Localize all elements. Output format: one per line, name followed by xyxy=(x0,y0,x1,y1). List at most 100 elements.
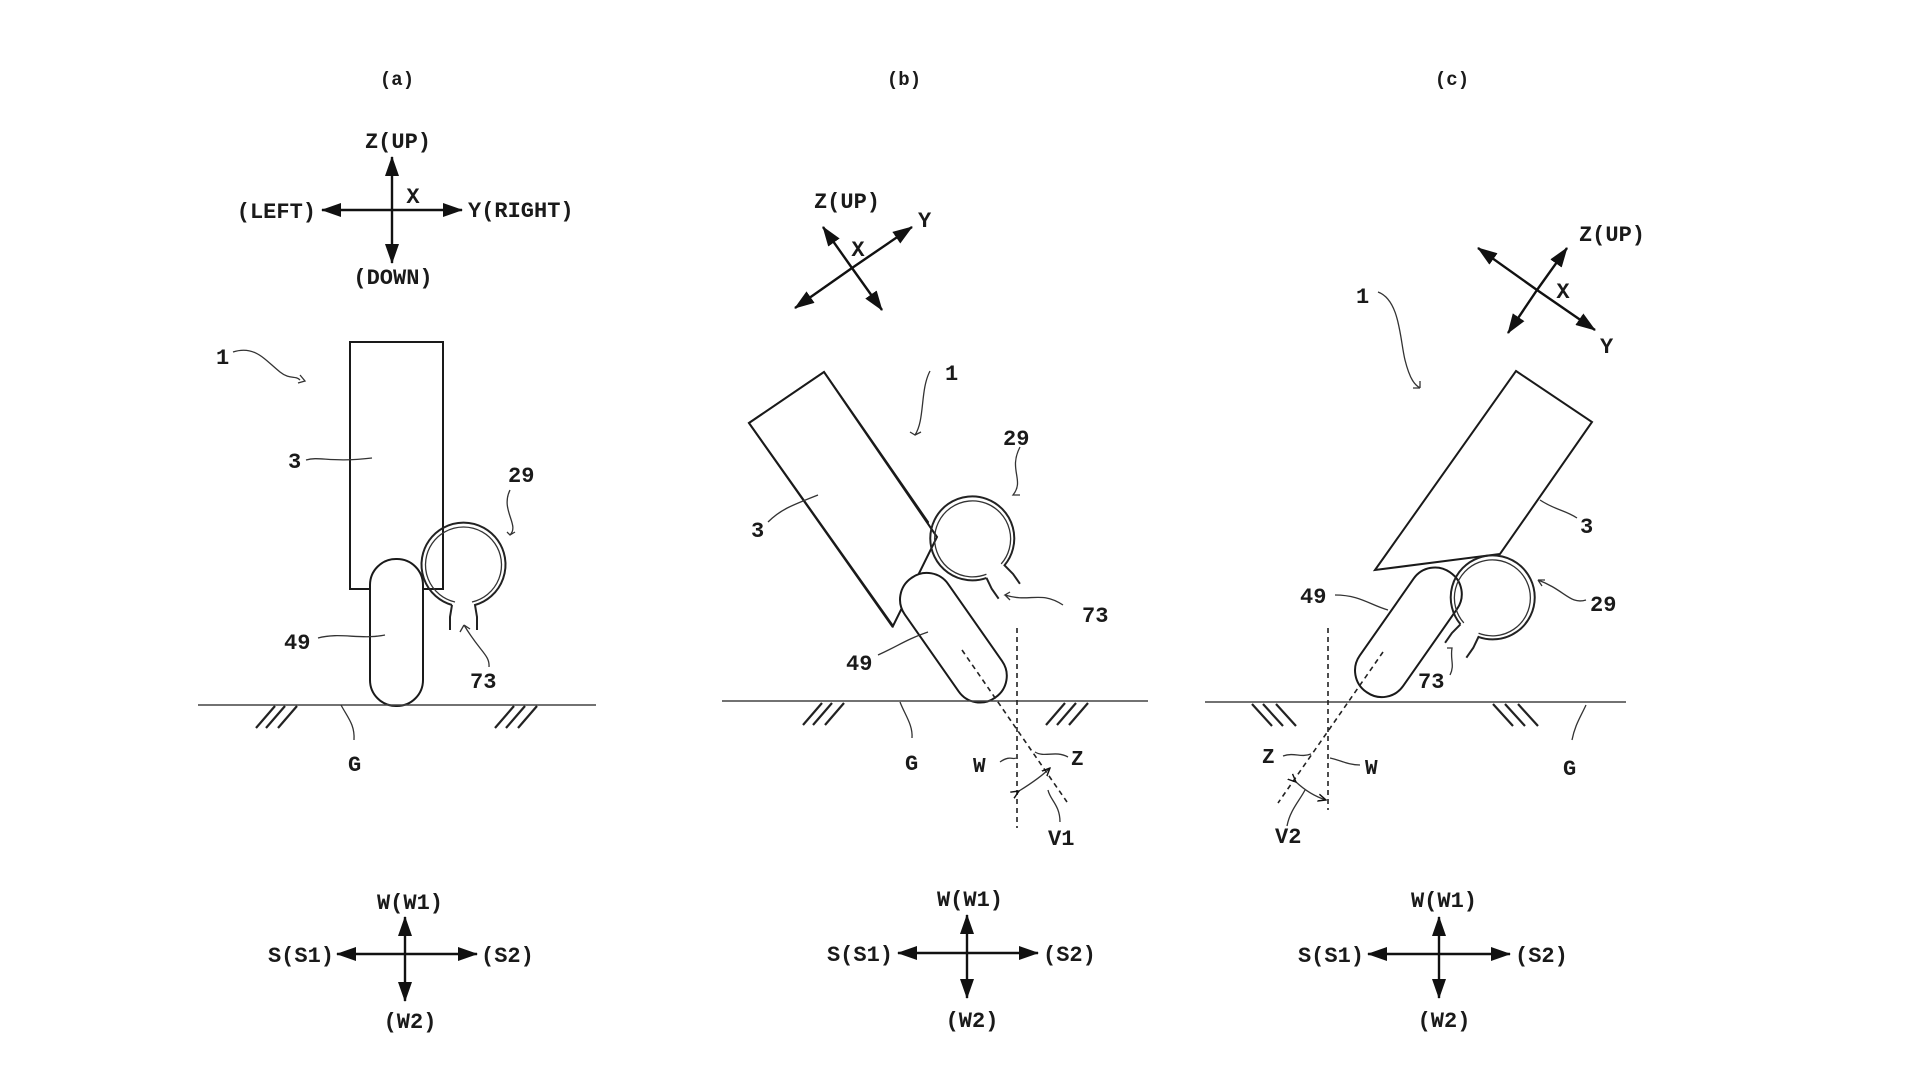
angle-v2-arc xyxy=(1296,782,1326,800)
label-w: W xyxy=(973,756,986,779)
axis-label-x: X xyxy=(406,185,420,210)
label-1: 1 xyxy=(216,346,229,371)
axis-label-w2: (W2) xyxy=(384,1010,437,1035)
leader-1-arrow-icon xyxy=(297,374,307,384)
label-g: G xyxy=(905,752,918,777)
upper-body-3 xyxy=(1372,369,1594,572)
tilt-axis-z-line xyxy=(961,649,1068,803)
panel-c-direction-axes: W(W1) (W2) S(S1) (S2) xyxy=(1298,889,1568,1034)
axis-label-y-right: Y(RIGHT) xyxy=(468,199,574,224)
leader-g xyxy=(899,701,913,739)
leader-49 xyxy=(1334,594,1389,611)
leader-3 xyxy=(767,494,819,523)
leader-w xyxy=(999,757,1017,763)
leader-3 xyxy=(305,457,373,461)
ground-hatch-left xyxy=(1251,703,1297,727)
label-3: 3 xyxy=(1580,515,1593,540)
axis-label-down: (DOWN) xyxy=(353,266,432,291)
axis-label-z-up: Z(UP) xyxy=(814,190,880,215)
ring-29-inner xyxy=(424,526,503,603)
panel-b-title: (b) xyxy=(887,69,921,91)
panel-b-direction-axes: W(W1) (W2) S(S1) (S2) xyxy=(827,888,1096,1034)
label-73: 73 xyxy=(470,670,496,695)
axis-label-y: Y xyxy=(918,209,932,234)
panel-a: (a) Z(UP) (DOWN) (LEFT) Y(RIGHT) X xyxy=(198,69,596,1035)
axis-label-left: (LEFT) xyxy=(237,200,316,225)
axis-label-s1: S(S1) xyxy=(1298,944,1364,969)
ring-29-outer xyxy=(420,521,507,630)
label-29: 29 xyxy=(508,464,534,489)
label-z: Z xyxy=(1071,749,1084,772)
leader-1 xyxy=(1377,291,1421,389)
wheel-49 xyxy=(1354,566,1463,699)
y-positive-arrow-icon xyxy=(851,226,913,269)
leader-1 xyxy=(909,370,931,436)
leader-73 xyxy=(459,624,490,668)
axis-label-w2: (W2) xyxy=(946,1009,999,1034)
leader-29 xyxy=(1537,579,1587,602)
leader-z xyxy=(1034,751,1069,758)
upper-body-3 xyxy=(349,341,444,590)
label-3: 3 xyxy=(288,450,301,475)
label-3: 3 xyxy=(751,519,764,544)
label-49: 49 xyxy=(284,631,310,656)
z-down-arrow-icon xyxy=(1507,289,1538,334)
leader-49 xyxy=(317,634,386,639)
panel-b-orientation-axes: Z(UP) Y X xyxy=(794,190,932,311)
ground-hatch-right xyxy=(1045,702,1089,726)
ground-hatch-left xyxy=(802,702,845,726)
label-v2: V2 xyxy=(1275,825,1301,850)
panel-a-drawing: 1 3 29 49 73 G xyxy=(198,341,596,778)
axis-label-x: X xyxy=(851,238,865,263)
ring-29-left-lip xyxy=(449,604,453,630)
panel-a-orientation-axes: Z(UP) (DOWN) (LEFT) Y(RIGHT) X xyxy=(237,130,574,291)
panel-a-direction-axes: W(W1) (W2) S(S1) (S2) xyxy=(268,891,534,1035)
panel-c-drawing: 1 3 29 49 73 G Z W V2 xyxy=(1205,285,1626,850)
axis-label-s2: (S2) xyxy=(1515,944,1568,969)
label-29: 29 xyxy=(1003,427,1029,452)
panel-b: (b) Z(UP) Y X xyxy=(722,69,1148,1034)
panel-b-drawing: 1 29 3 49 73 G W Z V1 xyxy=(722,362,1148,852)
leader-g xyxy=(1571,704,1587,741)
panel-c: (c) Z(UP) Y X xyxy=(1205,69,1645,1034)
angle-v1-arc xyxy=(1019,768,1050,791)
upper-body-3 xyxy=(747,370,939,628)
leader-3 xyxy=(1539,499,1578,519)
label-z: Z xyxy=(1262,747,1275,770)
y-negative-arrow-icon xyxy=(794,267,853,309)
z-up-arrow-icon xyxy=(822,226,853,269)
leader-73 xyxy=(1003,591,1064,606)
ground-hatch-left xyxy=(255,705,298,729)
z-down-arrow-icon xyxy=(851,267,883,311)
wheel-49 xyxy=(369,558,424,707)
panel-c-orientation-axes: Z(UP) Y X xyxy=(1477,223,1645,360)
label-49: 49 xyxy=(846,652,872,677)
y-positive-arrow-icon xyxy=(1536,289,1596,331)
label-73: 73 xyxy=(1418,670,1444,695)
label-v1: V1 xyxy=(1048,827,1074,852)
label-1: 1 xyxy=(1356,285,1369,310)
axis-label-s2: (S2) xyxy=(1043,943,1096,968)
z-up-arrow-icon xyxy=(1536,247,1568,291)
axis-label-w2: (W2) xyxy=(1418,1009,1471,1034)
ring-29 xyxy=(929,495,1021,600)
axis-label-z-up: Z(UP) xyxy=(365,130,431,155)
leader-v1 xyxy=(1047,789,1061,823)
label-w: W xyxy=(1365,758,1378,781)
axis-label-z-up: Z(UP) xyxy=(1579,223,1645,248)
leader-29 xyxy=(1011,446,1021,496)
label-73: 73 xyxy=(1082,604,1108,629)
ground-hatch-right xyxy=(494,705,538,729)
label-49: 49 xyxy=(1300,585,1326,610)
axis-label-w1: W(W1) xyxy=(377,891,443,916)
panel-a-title: (a) xyxy=(380,69,414,91)
wheel-49 xyxy=(899,571,1008,704)
axis-label-s2: (S2) xyxy=(481,944,534,969)
axis-label-s1: S(S1) xyxy=(827,943,893,968)
leader-49 xyxy=(877,631,929,656)
y-negative-arrow-icon xyxy=(1477,247,1538,291)
label-29: 29 xyxy=(1590,593,1616,618)
ground-hatch-right xyxy=(1492,703,1539,727)
label-g: G xyxy=(1563,757,1576,782)
